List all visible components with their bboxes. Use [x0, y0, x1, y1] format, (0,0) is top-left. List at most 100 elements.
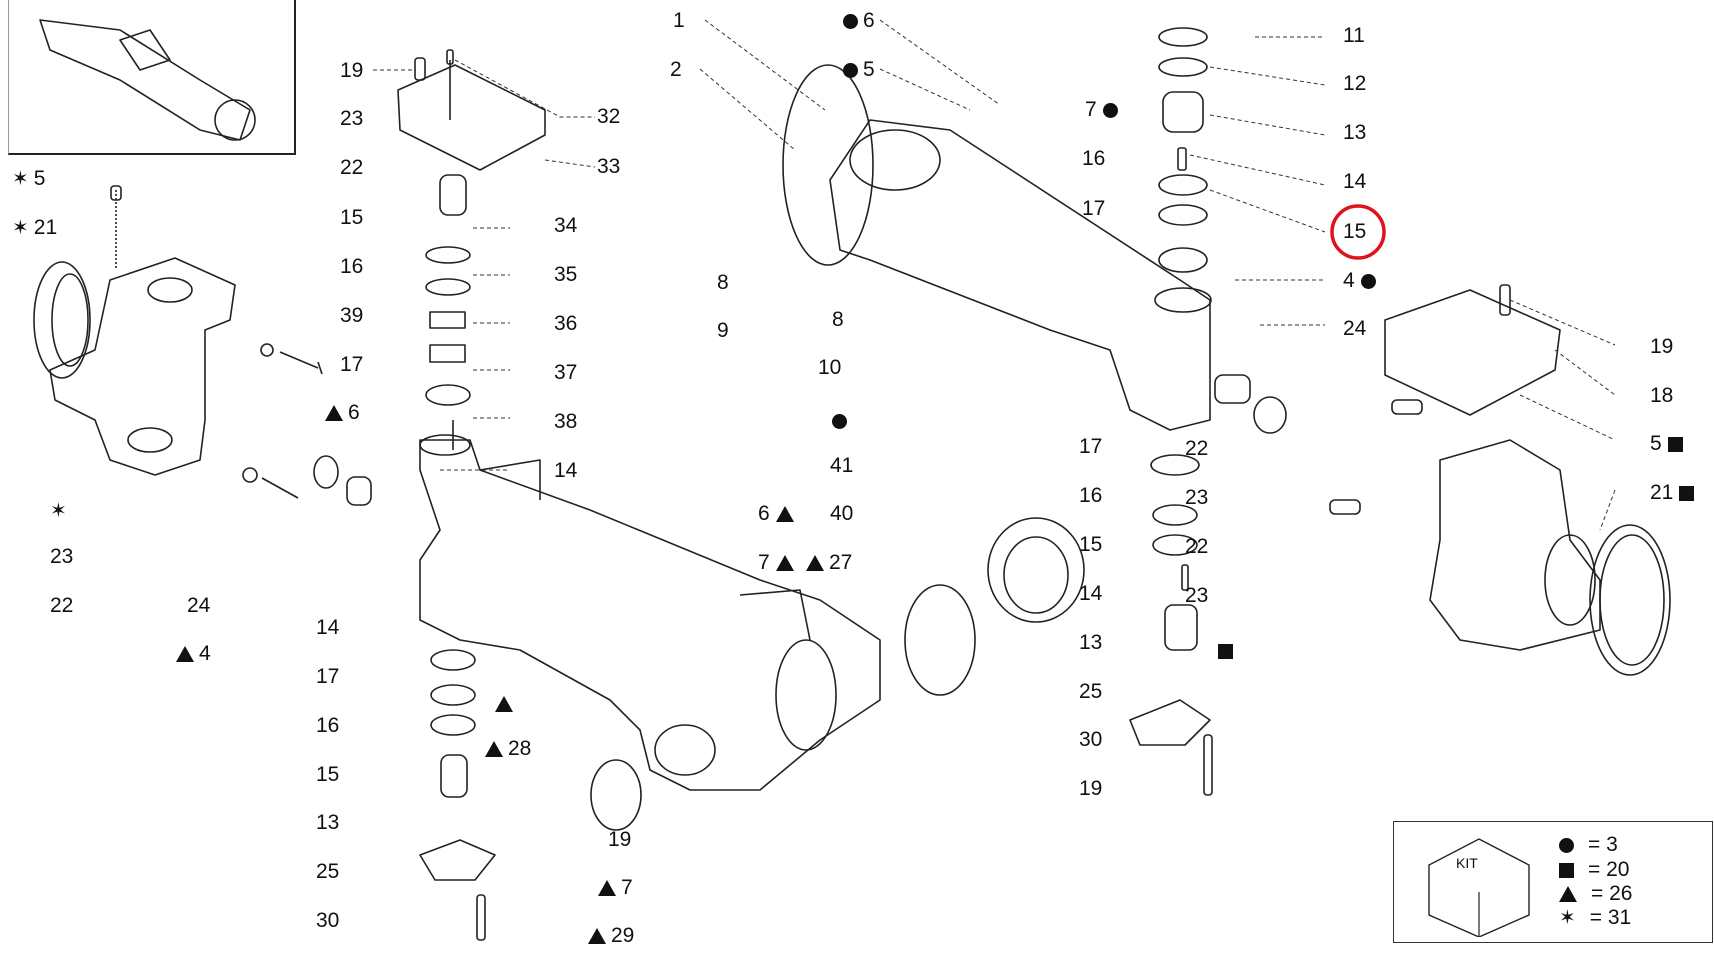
part-callout[interactable]: 6 [843, 10, 875, 32]
left-steering-knuckle [33, 185, 236, 476]
part-callout[interactable]: 23 [1185, 585, 1208, 607]
part-callout[interactable]: 2 [670, 59, 682, 81]
part-callout[interactable]: 17 [316, 666, 339, 688]
part-number: 5 [863, 58, 875, 81]
part-callout[interactable]: 32 [597, 106, 620, 128]
part-callout[interactable]: 24 [187, 595, 210, 617]
part-callout[interactable]: 16 [316, 715, 339, 737]
part-callout[interactable]: 10 [818, 357, 841, 379]
part-callout[interactable]: 7 [598, 877, 633, 899]
part-number: 16 [340, 255, 364, 278]
legend-row-star: ✶= 31 [1559, 907, 1631, 929]
part-callout[interactable]: 15 [340, 207, 363, 229]
part-callout[interactable]: 16 [1082, 148, 1105, 170]
part-number: 35 [554, 263, 578, 286]
part-callout[interactable]: 39 [340, 305, 363, 327]
part-callout[interactable]: 41 [830, 455, 853, 477]
part-callout[interactable]: 29 [588, 925, 634, 947]
part-callout[interactable]: 21 [1650, 482, 1695, 504]
part-callout[interactable]: 33 [597, 156, 620, 178]
part-callout[interactable]: 1 [673, 10, 685, 32]
part-callout[interactable]: 11 [1343, 25, 1365, 47]
square-kit-marker-icon [1679, 485, 1695, 501]
part-callout[interactable]: 17 [1082, 198, 1105, 220]
legend-value: = 26 [1591, 882, 1633, 905]
part-number: 22 [340, 156, 364, 179]
part-callout[interactable]: 19 [1650, 336, 1673, 358]
part-callout[interactable] [832, 410, 852, 432]
highlight-ring-part-15 [1330, 204, 1386, 260]
part-callout-highlighted[interactable]: 15 [1343, 221, 1366, 243]
part-callout[interactable]: 16 [340, 256, 363, 278]
part-callout[interactable]: 36 [554, 313, 577, 335]
part-callout[interactable] [1218, 640, 1238, 662]
part-callout[interactable]: 28 [485, 738, 531, 760]
part-callout[interactable]: 25 [316, 861, 339, 883]
triangle-symbol-icon [1559, 886, 1577, 903]
part-callout[interactable]: 30 [1079, 729, 1102, 751]
part-callout[interactable]: 22 [1185, 438, 1208, 460]
part-callout[interactable]: 38 [554, 411, 577, 433]
part-callout[interactable]: 5 [843, 59, 875, 81]
part-number: 23 [50, 545, 74, 568]
part-callout[interactable]: 6 [325, 402, 360, 424]
triangle-kit-marker-icon [588, 928, 606, 945]
part-callout[interactable]: 18 [1650, 385, 1673, 407]
part-callout[interactable]: 34 [554, 215, 577, 237]
part-callout[interactable]: 19 [1079, 778, 1102, 800]
part-callout[interactable]: 22 [1185, 536, 1208, 558]
part-callout[interactable]: 37 [554, 362, 577, 384]
part-callout[interactable]: 23 [1185, 487, 1208, 509]
part-number: 14 [554, 459, 578, 482]
part-callout[interactable]: 40 [830, 503, 853, 525]
star-kit-marker-icon: ✶ [12, 168, 29, 191]
part-number: 10 [818, 356, 842, 379]
part-callout[interactable]: 22 [340, 157, 363, 179]
part-number: 19 [1650, 335, 1674, 358]
part-callout[interactable]: 6 [758, 503, 794, 525]
part-callout[interactable]: 5 [1650, 433, 1683, 455]
part-callout[interactable]: 7 [758, 552, 794, 574]
part-callout[interactable]: 4 [1343, 270, 1376, 292]
part-callout[interactable]: 14 [316, 617, 339, 639]
part-callout[interactable]: 14 [1079, 583, 1102, 605]
part-callout[interactable]: 17 [1079, 436, 1102, 458]
part-callout[interactable]: 17 [340, 354, 363, 376]
part-callout[interactable]: 4 [176, 643, 211, 665]
part-callout[interactable]: ✶21 [12, 217, 57, 239]
part-callout[interactable]: 23 [50, 546, 73, 568]
part-callout[interactable]: 13 [1079, 632, 1102, 654]
part-callout[interactable]: 22 [50, 595, 73, 617]
part-callout[interactable]: 14 [554, 460, 577, 482]
part-callout[interactable]: 15 [1079, 534, 1102, 556]
part-callout[interactable]: 12 [1343, 73, 1366, 95]
part-callout[interactable]: 13 [316, 812, 339, 834]
part-callout[interactable]: 19 [608, 829, 631, 851]
part-number: 1 [673, 9, 685, 32]
part-number: 13 [1079, 631, 1103, 654]
part-callout[interactable]: 23 [340, 108, 363, 130]
part-callout[interactable]: 13 [1343, 122, 1366, 144]
part-callout[interactable]: 8 [717, 272, 729, 294]
part-number: 8 [717, 271, 729, 294]
part-callout[interactable]: 25 [1079, 681, 1102, 703]
part-callout[interactable]: 30 [316, 910, 339, 932]
part-callout[interactable]: 27 [806, 552, 852, 574]
part-callout[interactable]: 35 [554, 264, 577, 286]
part-callout[interactable]: ✶ [50, 500, 72, 522]
part-callout[interactable]: 9 [717, 320, 729, 342]
part-number: 8 [832, 308, 844, 331]
part-callout[interactable]: 7 [1085, 99, 1118, 121]
part-callout[interactable]: 24 [1343, 318, 1366, 340]
part-number: 6 [863, 9, 875, 32]
part-callout[interactable]: 15 [316, 764, 339, 786]
part-number: 6 [758, 502, 770, 525]
part-callout[interactable]: 16 [1079, 485, 1102, 507]
part-callout[interactable]: 14 [1343, 171, 1366, 193]
part-callout[interactable]: 19 [340, 60, 363, 82]
part-number: 38 [554, 410, 578, 433]
star-kit-marker-icon: ✶ [50, 500, 67, 523]
part-callout[interactable]: 8 [832, 309, 844, 331]
part-callout[interactable]: ✶5 [12, 168, 45, 190]
part-callout[interactable] [495, 693, 518, 715]
